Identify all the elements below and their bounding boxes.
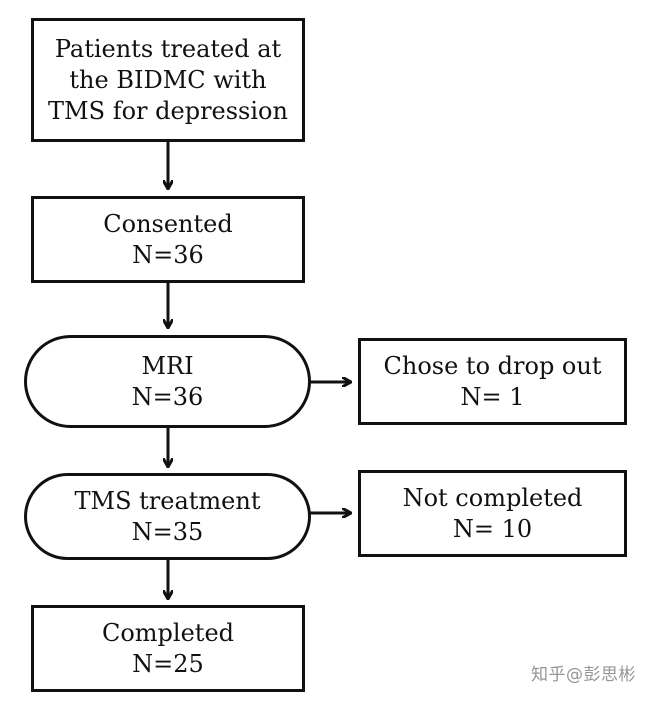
node-mri-count: N=36 [131,382,204,411]
node-mri: MRI N=36 [24,335,311,428]
node-completed: Completed N=25 [31,605,305,692]
node-patients-treated: Patients treated at the BIDMC with TMS f… [31,18,305,142]
node-completed-title: Completed [101,618,235,647]
node-tms-treatment: TMS treatment N=35 [24,473,311,560]
watermark: 知乎@彭思彬 [531,665,636,685]
node-consented-count: N=36 [132,240,204,269]
node-not-completed-count: N= 10 [452,514,533,543]
node-patients-treated-line-2: the BIDMC with [69,65,267,94]
node-dropout-title: Chose to drop out [383,351,602,380]
node-patients-treated-line-3: TMS for depression [48,96,288,125]
node-patients-treated-line-1: Patients treated at [54,34,282,63]
node-mri-title: MRI [141,351,194,380]
node-tms-treatment-title: TMS treatment [74,486,261,515]
node-not-completed-title: Not completed [402,483,583,512]
node-not-completed: Not completed N= 10 [358,470,627,557]
node-tms-treatment-count: N=35 [131,517,204,546]
node-consented: Consented N=36 [31,196,305,283]
node-dropout: Chose to drop out N= 1 [358,338,627,425]
node-dropout-count: N= 1 [460,382,525,411]
node-completed-count: N=25 [132,649,204,678]
node-consented-title: Consented [103,209,233,238]
